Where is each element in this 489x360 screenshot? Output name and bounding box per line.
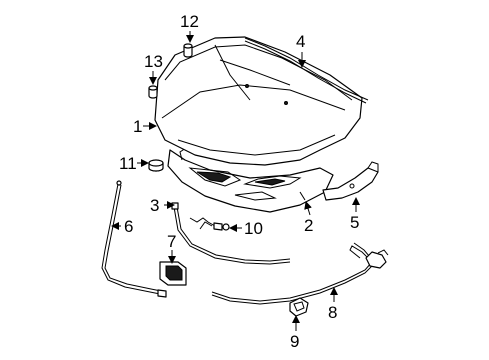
- callout-12: 12: [180, 12, 199, 31]
- bumper-stop-12: [183, 43, 193, 58]
- hood-hinge: [322, 161, 379, 201]
- callout-5: 5: [350, 213, 359, 232]
- release-cable: [171, 202, 291, 265]
- callout-6: 6: [124, 217, 133, 236]
- callout-4: 4: [296, 32, 305, 51]
- callout-2: 2: [304, 216, 313, 235]
- callout-7: 7: [167, 232, 176, 251]
- callout-3: 3: [150, 196, 159, 215]
- hood-insulator: [167, 147, 334, 213]
- leader-lines: [111, 31, 360, 331]
- callout-8: 8: [328, 303, 337, 322]
- callout-10: 10: [244, 219, 263, 238]
- hood-panel: [154, 36, 363, 166]
- bumper-stop-11: [148, 159, 164, 172]
- callout-13: 13: [144, 52, 163, 71]
- cable-end: [189, 217, 230, 231]
- retainer-clip: [289, 297, 309, 317]
- callout-11: 11: [119, 154, 137, 173]
- release-handle: [159, 261, 187, 286]
- lower-release-cable: [211, 242, 389, 305]
- callout-1: 1: [133, 117, 142, 136]
- prop-rod: [101, 180, 167, 298]
- bumper-stop-13: [148, 85, 158, 99]
- callout-9: 9: [290, 332, 299, 351]
